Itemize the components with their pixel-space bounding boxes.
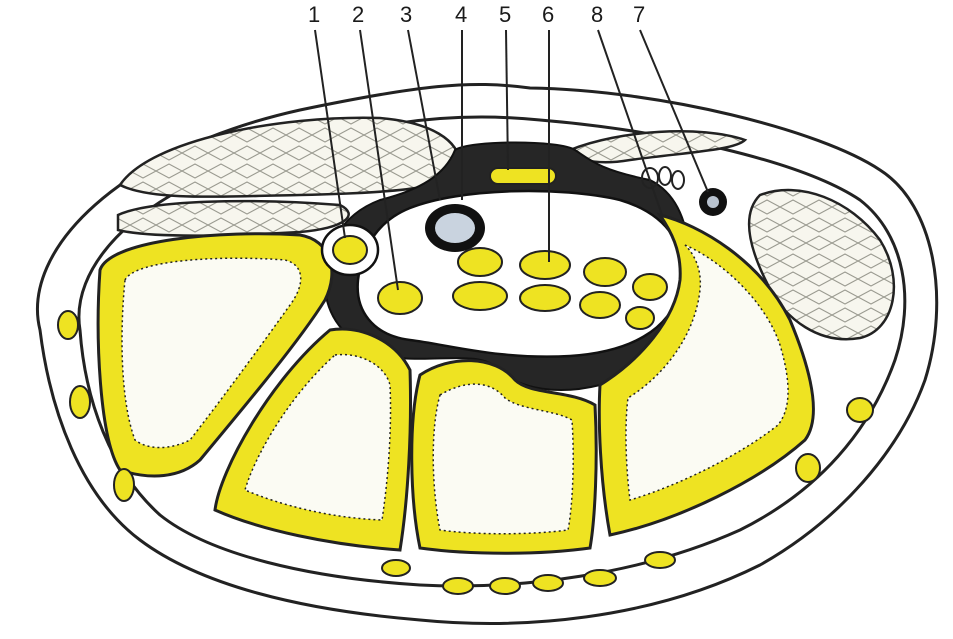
retinaculum-band	[490, 168, 556, 184]
median-nerve-core	[435, 213, 475, 243]
label-7: 7	[633, 2, 645, 27]
tendon-1	[333, 236, 367, 264]
muscle-upper-right	[570, 131, 745, 162]
label-8: 8	[591, 2, 603, 27]
muscle-middle-left	[118, 201, 349, 235]
carpal-tunnel	[358, 191, 683, 357]
label-1: 1	[308, 2, 320, 27]
radial-artery-lumen	[707, 196, 719, 208]
label-6: 6	[542, 2, 554, 27]
label-2: 2	[352, 2, 364, 27]
muscle-upper-left	[120, 118, 460, 197]
label-5: 5	[499, 2, 511, 27]
label-4: 4	[455, 2, 467, 27]
label-3: 3	[400, 2, 412, 27]
